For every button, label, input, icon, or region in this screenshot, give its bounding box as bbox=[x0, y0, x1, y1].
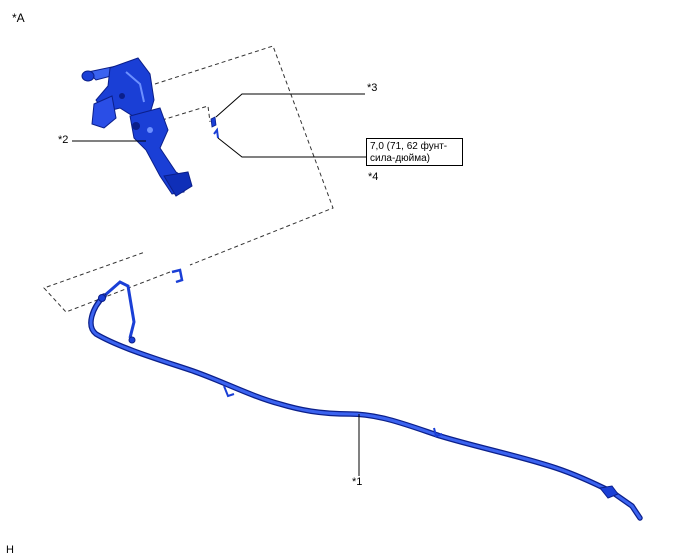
pedal-bracket-icon bbox=[81, 57, 193, 197]
torque-spec-box: 7,0 (71, 62 фунт- сила-дюйма) bbox=[366, 138, 463, 166]
clip-icon bbox=[213, 127, 219, 139]
parking-brake-cable-icon bbox=[88, 280, 643, 521]
footer-code: H bbox=[6, 544, 14, 556]
leader-lines bbox=[72, 93, 366, 476]
torque-spec-line1: 7,0 (71, 62 фунт- bbox=[370, 141, 448, 152]
callout-4: *4 bbox=[368, 171, 379, 183]
view-label: *A bbox=[12, 11, 25, 25]
cable-end-clip-icon bbox=[171, 268, 184, 284]
dashed-enclosure-inner bbox=[161, 105, 211, 123]
torque-spec-line2: сила-дюйма) bbox=[370, 153, 430, 164]
dashed-enclosure bbox=[43, 45, 334, 313]
leader-c3 bbox=[215, 93, 365, 118]
callout-3: *3 bbox=[367, 82, 378, 94]
leader-c4 bbox=[217, 137, 366, 158]
bolt-icon bbox=[210, 116, 217, 128]
callout-2: *2 bbox=[58, 134, 69, 146]
callout-1: *1 bbox=[352, 476, 363, 488]
